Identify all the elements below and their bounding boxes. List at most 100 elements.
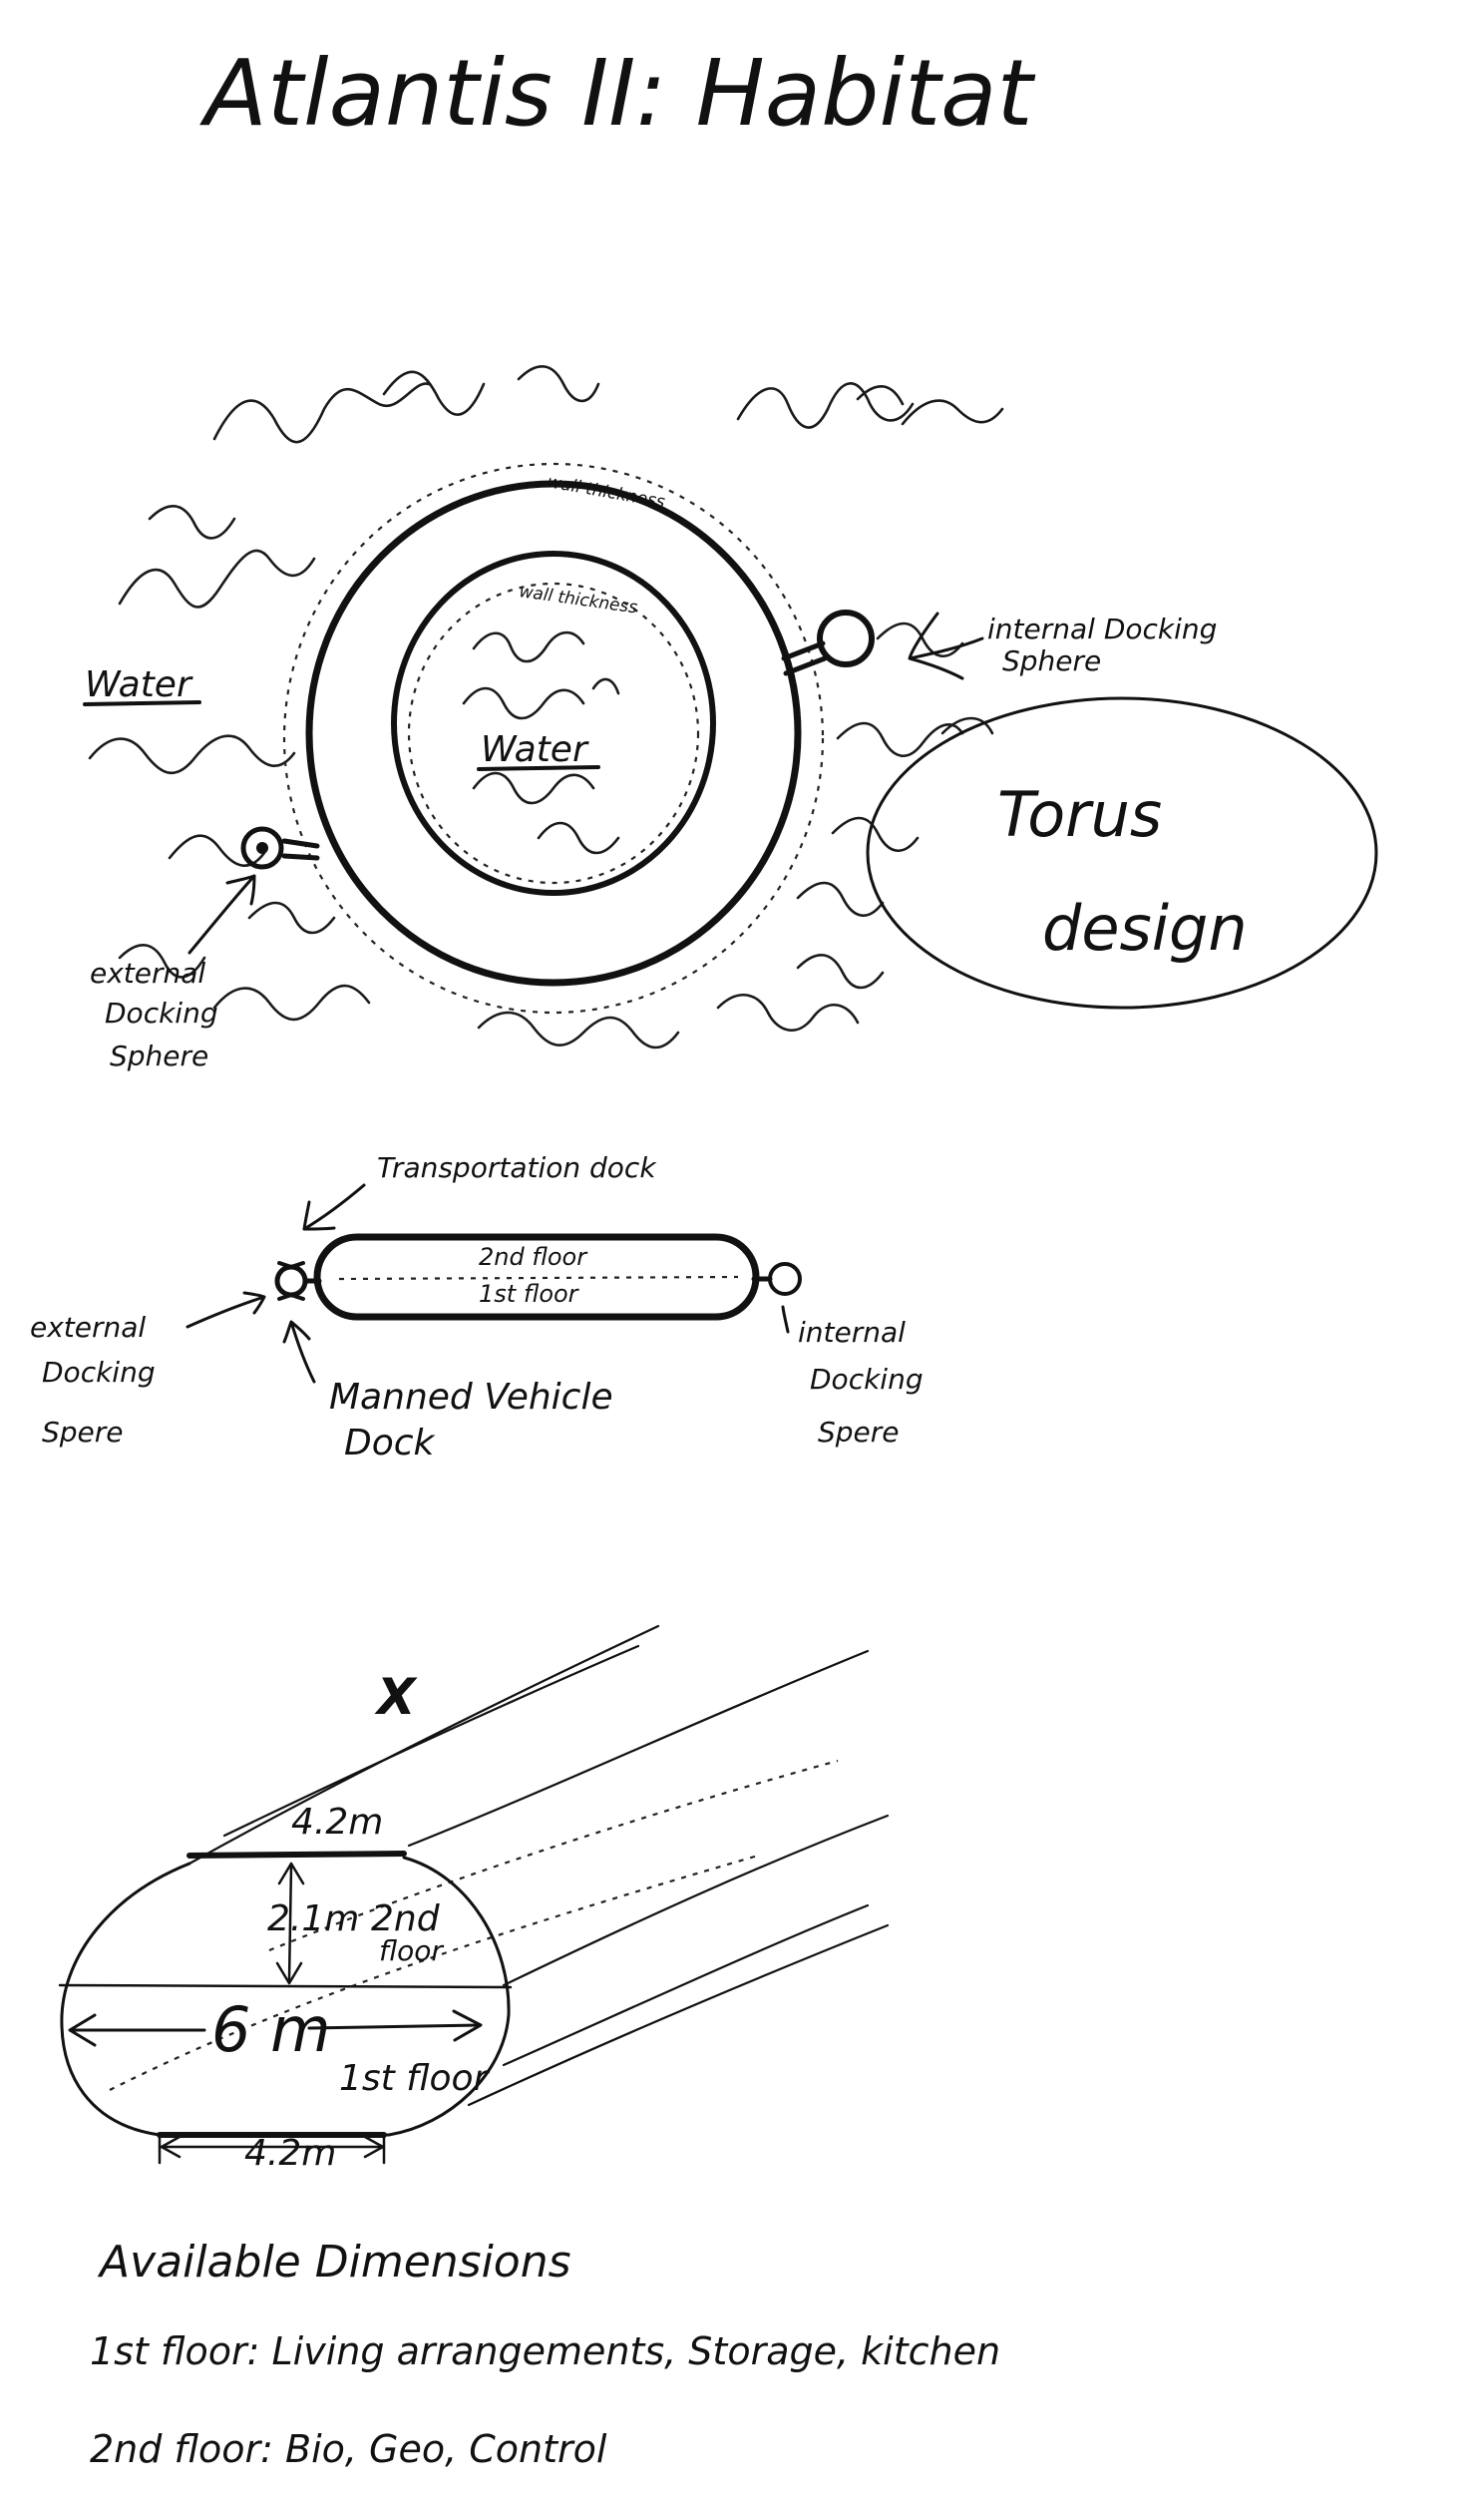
section-top-edge xyxy=(186,1851,407,1859)
water-wave xyxy=(148,504,236,540)
water-wave xyxy=(796,953,885,990)
water-wave xyxy=(477,1011,680,1049)
side-floor2-label: 2nd floor xyxy=(479,1243,588,1271)
internal-docking-sphere-side xyxy=(768,1262,802,1296)
manned-vehicle-arrow xyxy=(282,1320,316,1384)
external-docking-sphere-core xyxy=(256,842,268,854)
internal-docking-connector xyxy=(781,640,826,661)
external-docking-sphere xyxy=(240,826,284,870)
water-wave xyxy=(716,993,860,1033)
upper-height-label: 2.1m xyxy=(267,1898,359,1939)
height-dimension-line xyxy=(287,1864,293,1982)
water-wave xyxy=(831,816,920,852)
internal-docking-label: internal Docking xyxy=(987,613,1217,645)
external-docking-label-side: external xyxy=(30,1311,146,1344)
external-docking-sphere-side xyxy=(274,1264,308,1298)
manned-vehicle-label: Dock xyxy=(344,1423,437,1463)
side-floor1-label: 1st floor xyxy=(479,1280,580,1308)
internal-docking-label-side: internal xyxy=(798,1316,906,1349)
notes-heading: Available Dimensions xyxy=(97,2237,571,2288)
perspective-line xyxy=(467,1923,890,2107)
internal-docking-arrow-side xyxy=(781,1305,790,1334)
width-dimension-line xyxy=(307,2023,481,2030)
torus-design-bubble xyxy=(866,696,1378,1010)
full-width-label: 6 m xyxy=(211,1993,331,2066)
notes-floor1: 1st floor: Living arrangements, Storage,… xyxy=(90,2329,1000,2373)
water-wave xyxy=(517,364,600,403)
habitat-cross-section: X 4.2m 2.1m 2nd floor 6 m 1st floor 4.2m xyxy=(58,1624,890,2174)
top-width-label: 4.2m xyxy=(291,1802,383,1843)
torus-top-view: Water Water wall thickness wall thicknes… xyxy=(83,364,1378,1072)
external-docking-arrow xyxy=(187,874,256,955)
water-wave xyxy=(901,399,1004,426)
water-wave xyxy=(940,716,994,735)
external-docking-label-side: Docking xyxy=(42,1356,156,1389)
bottom-dimension-ticks xyxy=(158,2133,386,2165)
inner-water-wave xyxy=(537,821,620,855)
internal-docking-connector xyxy=(783,655,828,676)
external-docking-label-side: Spere xyxy=(42,1416,124,1449)
external-docking-connector xyxy=(281,838,320,849)
internal-docking-label-side: Docking xyxy=(810,1363,924,1396)
water-wave xyxy=(88,734,296,775)
dimension-notes: Available Dimensions 1st floor: Living a… xyxy=(90,2237,1000,2471)
water-wave xyxy=(118,549,316,609)
internal-docking-label-side: Spere xyxy=(818,1416,900,1449)
section-floor1-label: 1st floor xyxy=(339,2058,491,2099)
internal-docking-label: Sphere xyxy=(1002,644,1101,677)
torus-design-note: design xyxy=(1042,892,1248,965)
x-mark: X xyxy=(374,1668,418,1726)
sketch-title: Atlantis II: Habitat xyxy=(199,40,1036,147)
perspective-line xyxy=(407,1649,870,1848)
inner-water-wave xyxy=(472,630,585,663)
inner-wall-thickness-label: wall thickness xyxy=(518,582,638,618)
water-wave xyxy=(212,984,371,1022)
water-wave xyxy=(736,382,915,429)
width-arrowhead xyxy=(68,2009,483,2047)
perspective-dashed-line xyxy=(109,1854,759,2091)
external-docking-label: external xyxy=(90,957,205,990)
water-wave xyxy=(876,622,964,657)
transportation-dock-label: Transportation dock xyxy=(377,1151,657,1184)
external-docking-arrow-side xyxy=(186,1291,266,1329)
water-wave xyxy=(212,382,431,444)
perspective-line xyxy=(502,1814,890,1987)
outer-water-label: Water xyxy=(85,664,193,705)
inner-water-wave xyxy=(591,677,620,695)
section-floor-divider xyxy=(58,1983,513,1989)
water-wave xyxy=(118,943,206,979)
inner-water-underline xyxy=(477,765,600,771)
perspective-line xyxy=(502,1903,870,2067)
perspective-line xyxy=(187,1624,660,1866)
habitat-side-view: 2nd floor 1st floor Transportation dock … xyxy=(30,1151,924,1463)
torus-outer-wall xyxy=(305,480,802,987)
external-docking-label: Docking xyxy=(105,997,218,1030)
water-wave xyxy=(856,384,905,406)
water-wave xyxy=(247,901,336,935)
bottom-width-label: 4.2m xyxy=(244,2133,336,2174)
torus-design-note: Torus xyxy=(997,778,1162,851)
height-arrowhead xyxy=(275,1862,305,1985)
inner-water-wave xyxy=(472,771,595,805)
perspective-dashed-line xyxy=(268,1759,839,1952)
external-docking-label: Sphere xyxy=(110,1040,208,1072)
external-docking-connector xyxy=(281,853,320,861)
transportation-dock-arrow xyxy=(302,1183,366,1231)
water-wave xyxy=(796,881,885,917)
perspective-line xyxy=(222,1644,640,1838)
outer-wall-thickness-label: wall thickness xyxy=(546,472,666,512)
internal-docking-sphere xyxy=(817,610,875,667)
notes-floor2: 2nd floor: Bio, Geo, Control xyxy=(90,2427,607,2471)
floor-divider xyxy=(338,1275,739,1281)
outer-water-underline xyxy=(83,700,201,706)
inner-water-label: Water xyxy=(481,729,589,770)
section-floor2-label: floor xyxy=(379,1934,444,1967)
dock-fins xyxy=(277,1261,305,1301)
water-wave xyxy=(382,370,486,416)
water-wave xyxy=(836,721,964,757)
torus-inner-wall xyxy=(391,551,716,896)
manned-vehicle-label: Manned Vehicle xyxy=(329,1377,613,1418)
inner-water-wave xyxy=(462,686,585,720)
